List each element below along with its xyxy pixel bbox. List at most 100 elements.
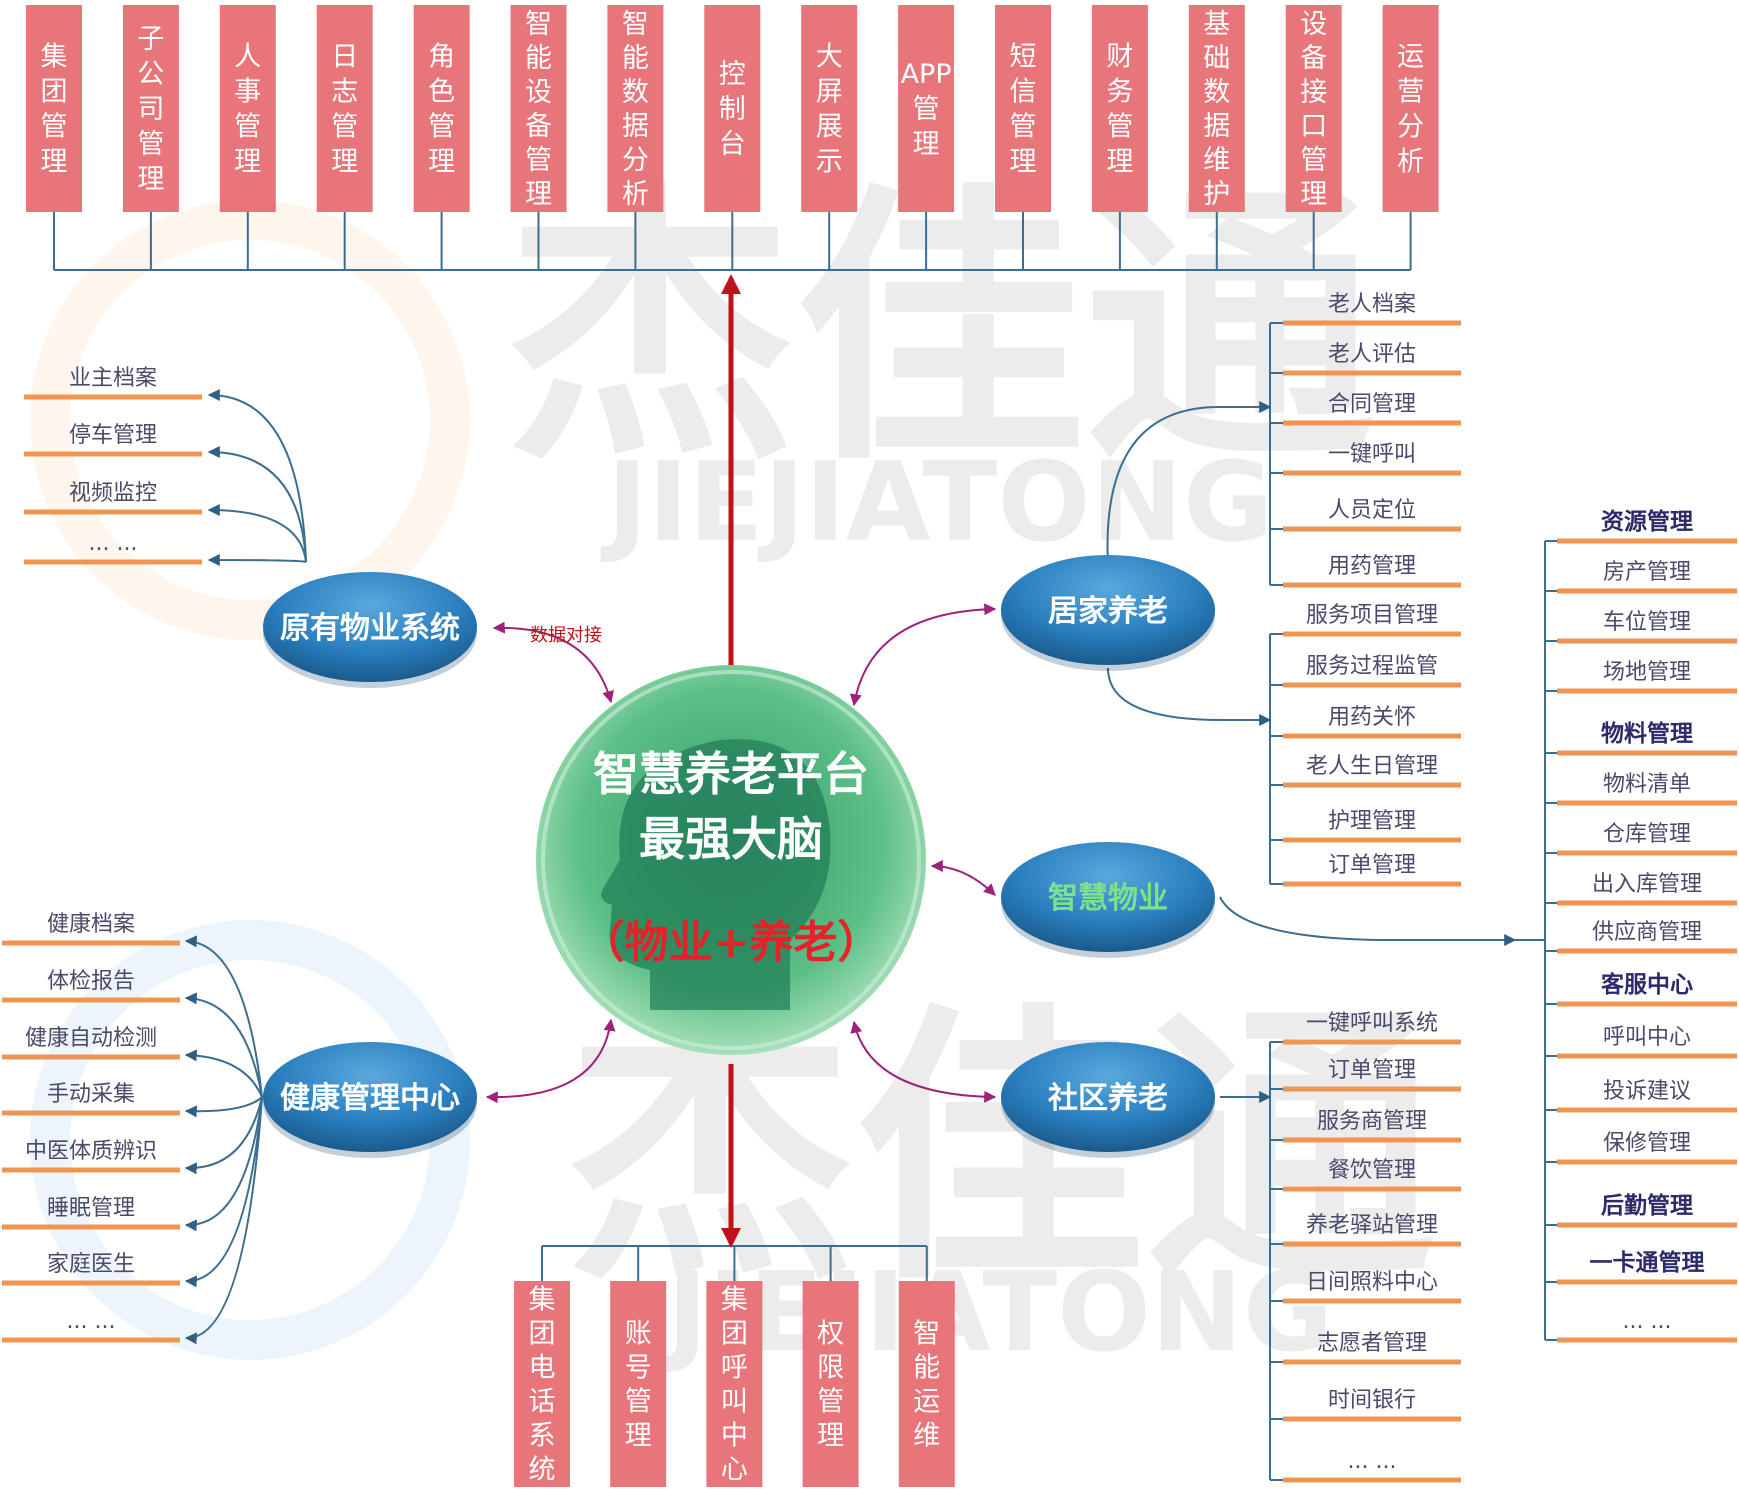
module-label: 基础数据维护 xyxy=(1203,9,1230,210)
module-label: 控制台 xyxy=(719,59,746,160)
top_modules-7[interactable]: 智能数据分析 xyxy=(607,5,664,212)
home-care-item: 老人评估 xyxy=(1283,342,1461,376)
smart-property-item: ... ... xyxy=(1557,1309,1737,1343)
list-item-label: 餐饮管理 xyxy=(1328,1158,1416,1183)
health-center-item: 睡眠管理 xyxy=(2,1196,180,1230)
top_modules-15[interactable]: 运营分析 xyxy=(1382,5,1439,212)
list-item-label: 老人生日管理 xyxy=(1306,754,1438,779)
home-care-link-a xyxy=(1106,401,1272,566)
list-item-label: 场地管理 xyxy=(1603,660,1691,685)
list-item-label: 健康档案 xyxy=(47,912,135,937)
list-item-label: 用药关怀 xyxy=(1328,705,1416,730)
list-item-label: 健康自动检测 xyxy=(25,1026,157,1051)
bottom_modules-4[interactable]: 权限管理 xyxy=(802,1281,859,1487)
top_modules-13[interactable]: 基础数据维护 xyxy=(1188,5,1245,212)
list-item-label: 房产管理 xyxy=(1603,560,1691,585)
health-center-node[interactable]: 健康管理中心 xyxy=(263,1042,477,1158)
smart-property-item: 场地管理 xyxy=(1557,660,1737,694)
list-item-label: 资源管理 xyxy=(1601,508,1693,535)
ellipse-label: 智慧物业 xyxy=(1048,881,1168,916)
top_modules-9[interactable]: 大屏展示 xyxy=(801,5,858,212)
list-item-label: 家庭医生 xyxy=(47,1252,135,1277)
watermark-top: 杰佳通 xyxy=(505,162,1375,499)
list-item-label: 用药管理 xyxy=(1328,554,1416,579)
right-branches: 老人档案老人评估合同管理一键呼叫人员定位用药管理服务项目管理服务过程监管用药关怀… xyxy=(1106,292,1737,1483)
list-item-label: 业主档案 xyxy=(69,366,157,391)
smart-property-item: 后勤管理 xyxy=(1557,1192,1737,1228)
community-care-node[interactable]: 社区养老 xyxy=(1001,1042,1215,1158)
list-item-label: 后勤管理 xyxy=(1601,1192,1693,1219)
ellipse-label: 居家养老 xyxy=(1048,594,1168,629)
property-system-node[interactable]: 原有物业系统 xyxy=(263,572,477,688)
smart-property-item: 出入库管理 xyxy=(1557,872,1737,906)
smart-property-item: 一卡通管理 xyxy=(1557,1249,1737,1285)
list-item-label: 一键呼叫 xyxy=(1328,442,1416,467)
watermark-latin-top: JIEJIATONG xyxy=(600,438,1273,566)
property-system-link xyxy=(207,504,307,563)
module-box xyxy=(26,5,82,212)
community-care-item: 志愿者管理 xyxy=(1283,1331,1461,1365)
home-care-item: 护理管理 xyxy=(1283,809,1461,843)
list-item-label: 客服中心 xyxy=(1601,971,1693,998)
module-box xyxy=(898,1281,955,1487)
module-box xyxy=(316,5,373,212)
bottom_modules-3[interactable]: 集团呼叫中心 xyxy=(706,1281,763,1487)
head-silhouette-icon xyxy=(601,739,831,1010)
module-box xyxy=(514,1281,570,1487)
module-label: 运营分析 xyxy=(1397,41,1424,177)
bottom_modules-5[interactable]: 智能运维 xyxy=(898,1281,955,1487)
watermark-swirls xyxy=(30,200,470,1360)
smart-property-item: 保修管理 xyxy=(1557,1131,1737,1165)
community-care-item: 一键呼叫系统 xyxy=(1283,1011,1461,1045)
module-label: 子公司管理 xyxy=(137,24,164,195)
home-care-link-b xyxy=(1107,667,1272,726)
health-center-link xyxy=(184,1096,263,1175)
module-label: 集团呼叫中心 xyxy=(721,1284,748,1485)
ellipse-label: 原有物业系统 xyxy=(280,611,460,646)
ellipse-label: 健康管理中心 xyxy=(280,1081,460,1116)
top_modules-5[interactable]: 角色管理 xyxy=(413,5,470,212)
module-label: 角色管理 xyxy=(428,41,455,177)
top_modules-6[interactable]: 智能设备管理 xyxy=(510,5,567,212)
swirl-bottom xyxy=(30,920,470,1360)
smart-property-item: 房产管理 xyxy=(1557,560,1737,594)
home-care-node[interactable]: 居家养老 xyxy=(1001,555,1215,671)
top_modules-8[interactable]: 控制台 xyxy=(704,5,761,212)
top_modules-11[interactable]: 短信管理 xyxy=(995,5,1051,212)
property-system-item: 业主档案 xyxy=(24,366,202,400)
top_modules-1[interactable]: 集团管理 xyxy=(26,5,82,212)
center-glow xyxy=(541,670,921,1050)
smart-property-node[interactable]: 智慧物业 xyxy=(1001,842,1215,958)
home-care-item: 服务项目管理 xyxy=(1283,603,1461,637)
smart-property-item: 资源管理 xyxy=(1557,508,1737,544)
list-item-label: 养老驿站管理 xyxy=(1306,1213,1438,1238)
home-care-item: 一键呼叫 xyxy=(1283,442,1461,476)
top_modules-14[interactable]: 设备接口管理 xyxy=(1285,5,1342,212)
top_modules-12[interactable]: 财务管理 xyxy=(1091,5,1148,212)
health-center-link xyxy=(184,1096,263,1288)
community-care-item: 订单管理 xyxy=(1283,1058,1461,1092)
community-care-item: ... ... xyxy=(1283,1449,1461,1483)
bottom_modules-2[interactable]: 账号管理 xyxy=(610,1281,667,1487)
property-system-item: 视频监控 xyxy=(24,481,202,515)
list-item-label: 体检报告 xyxy=(47,969,135,994)
module-box xyxy=(607,5,664,212)
property-system-link xyxy=(207,554,307,567)
list-item-label: ... ... xyxy=(1623,1309,1672,1334)
list-item-label: 物料清单 xyxy=(1603,772,1691,797)
top_modules-2[interactable]: 子公司管理 xyxy=(122,5,179,212)
list-item-label: 服务商管理 xyxy=(1317,1109,1427,1134)
bottom_modules-1[interactable]: 集团电话系统 xyxy=(514,1281,570,1487)
top_modules-3[interactable]: 人事管理 xyxy=(219,5,276,212)
module-label: 设备接口管理 xyxy=(1300,9,1327,210)
module-label: 权限管理 xyxy=(817,1318,844,1451)
top_modules-4[interactable]: 日志管理 xyxy=(316,5,373,212)
ellipse-shape xyxy=(263,572,477,682)
health-center-item: 体检报告 xyxy=(2,969,180,1003)
data-link-label: 数据对接 xyxy=(530,625,602,646)
